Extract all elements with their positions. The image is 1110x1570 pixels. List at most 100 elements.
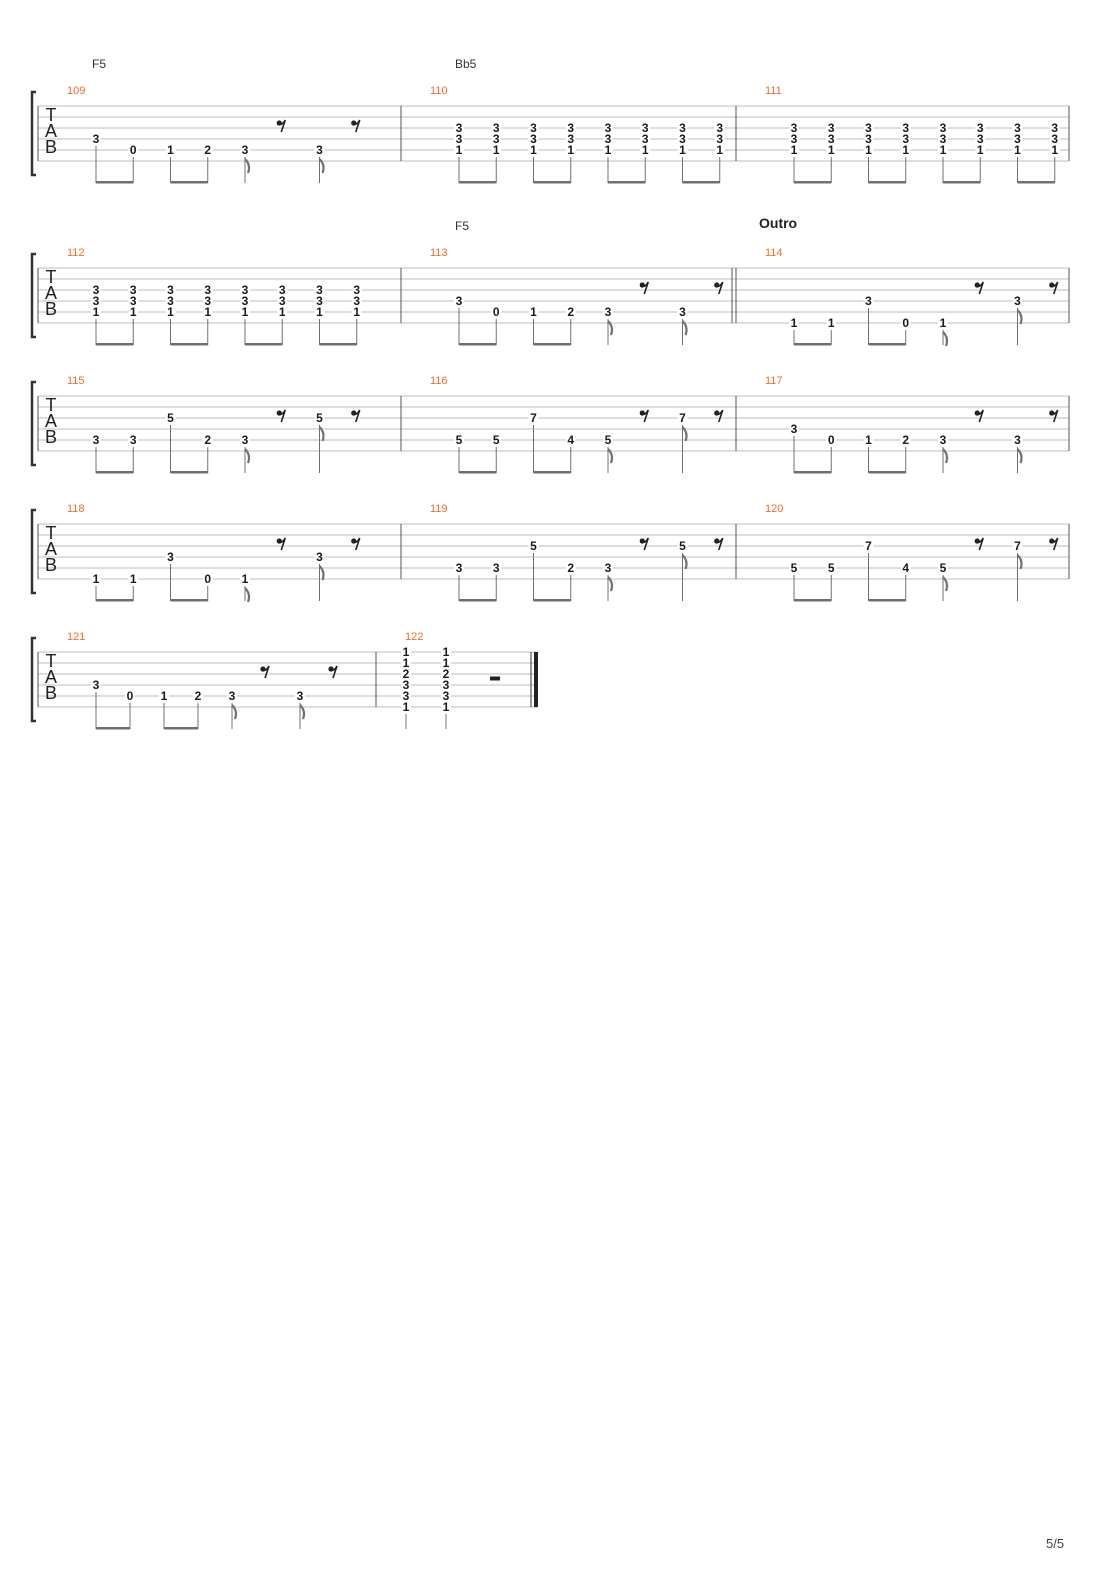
fret-number: 1 [902,143,909,157]
tab-clef-letter: A [45,121,57,141]
fret-mask [240,295,250,306]
fret-mask [677,122,688,133]
beam [794,471,832,474]
fret-mask [565,133,576,144]
fret-mask [314,144,325,155]
fret-mask [202,434,213,445]
measure-number: 116 [430,375,448,387]
fret-mask [491,562,502,573]
measure-number: 111 [765,85,782,97]
beam [459,471,497,474]
fret-mask [202,144,213,155]
fret-number: 3 [791,132,798,146]
fret-number: 1 [316,305,323,319]
final-barline-thick [534,652,538,707]
fret-mask [401,657,411,668]
fret-mask [528,133,539,144]
beam [319,343,357,346]
note-flag [681,320,688,336]
fret-mask [565,306,576,317]
fret-number: 3 [93,294,100,308]
fret-mask [1012,295,1023,306]
eighth-rest-stem [276,119,287,133]
fret-number: 1 [493,143,500,157]
fret-number: 3 [791,121,798,135]
fret-number: 3 [902,132,909,146]
fret-number: 3 [130,294,137,308]
beam [533,599,571,602]
fret-mask [565,122,576,133]
fret-number: 3 [493,132,500,146]
fret-number: 1 [530,305,537,319]
fret-mask [454,434,464,445]
fret-mask [1012,144,1023,155]
fret-number: 7 [679,411,686,425]
fret-number: 5 [940,561,947,575]
fret-mask [165,551,176,562]
measure-number: 117 [765,375,783,387]
fret-number: 2 [204,433,211,447]
fret-mask [295,690,305,701]
fret-number: 1 [940,143,947,157]
note-flag [299,704,306,720]
fret-number: 1 [242,305,249,319]
beam [459,343,497,346]
tab-clef-letter: T [46,523,57,543]
fret-mask [240,306,250,317]
measure-number: 115 [67,375,85,387]
fret-mask [277,284,288,295]
fret-number: 3 [940,433,947,447]
fret-number: 3 [716,121,723,135]
fret-mask [863,540,874,551]
fret-mask [677,540,688,551]
fret-number: 1 [204,305,211,319]
fret-number: 1 [167,143,174,157]
beam [164,727,198,730]
fret-number: 5 [530,539,537,553]
eighth-rest-stem [276,409,287,423]
fret-number: 3 [443,689,450,703]
beam [96,343,134,346]
fret-mask [165,306,176,317]
tab-clef-letter: B [45,427,57,447]
beam [943,181,981,184]
fret-mask [603,434,613,445]
fret-number: 3 [316,294,323,308]
tab-clef-letter: A [45,539,57,559]
fret-mask [91,295,101,306]
fret-mask [91,133,101,144]
fret-number: 1 [865,143,872,157]
fret-mask [128,434,139,445]
fret-number: 0 [902,316,909,330]
fret-number: 5 [828,561,835,575]
fret-number: 3 [1014,132,1021,146]
fret-mask [441,646,451,657]
tab-clef-letter: A [45,283,57,303]
fret-mask [441,679,451,690]
fret-number: 3 [456,121,463,135]
fret-number: 3 [902,121,909,135]
eighth-rest-stem [974,409,985,423]
fret-mask [938,317,948,328]
fret-mask [938,122,948,133]
fret-number: 0 [204,572,211,586]
fret-number: 7 [865,539,872,553]
fret-number: 3 [353,294,360,308]
fret-number: 3 [353,283,360,297]
fret-number: 3 [605,305,612,319]
fret-mask [277,306,288,317]
fret-mask [165,412,176,423]
fret-mask [128,306,139,317]
fret-number: 3 [791,422,798,436]
fret-number: 5 [605,433,612,447]
fret-mask [640,144,651,155]
fret-number: 1 [279,305,286,319]
beam [96,727,130,730]
fret-number: 3 [828,121,835,135]
fret-mask [938,133,948,144]
beam [868,471,906,474]
fret-number: 3 [130,283,137,297]
fret-number: 3 [530,121,537,135]
fret-mask [1012,133,1023,144]
fret-number: 3 [204,283,211,297]
